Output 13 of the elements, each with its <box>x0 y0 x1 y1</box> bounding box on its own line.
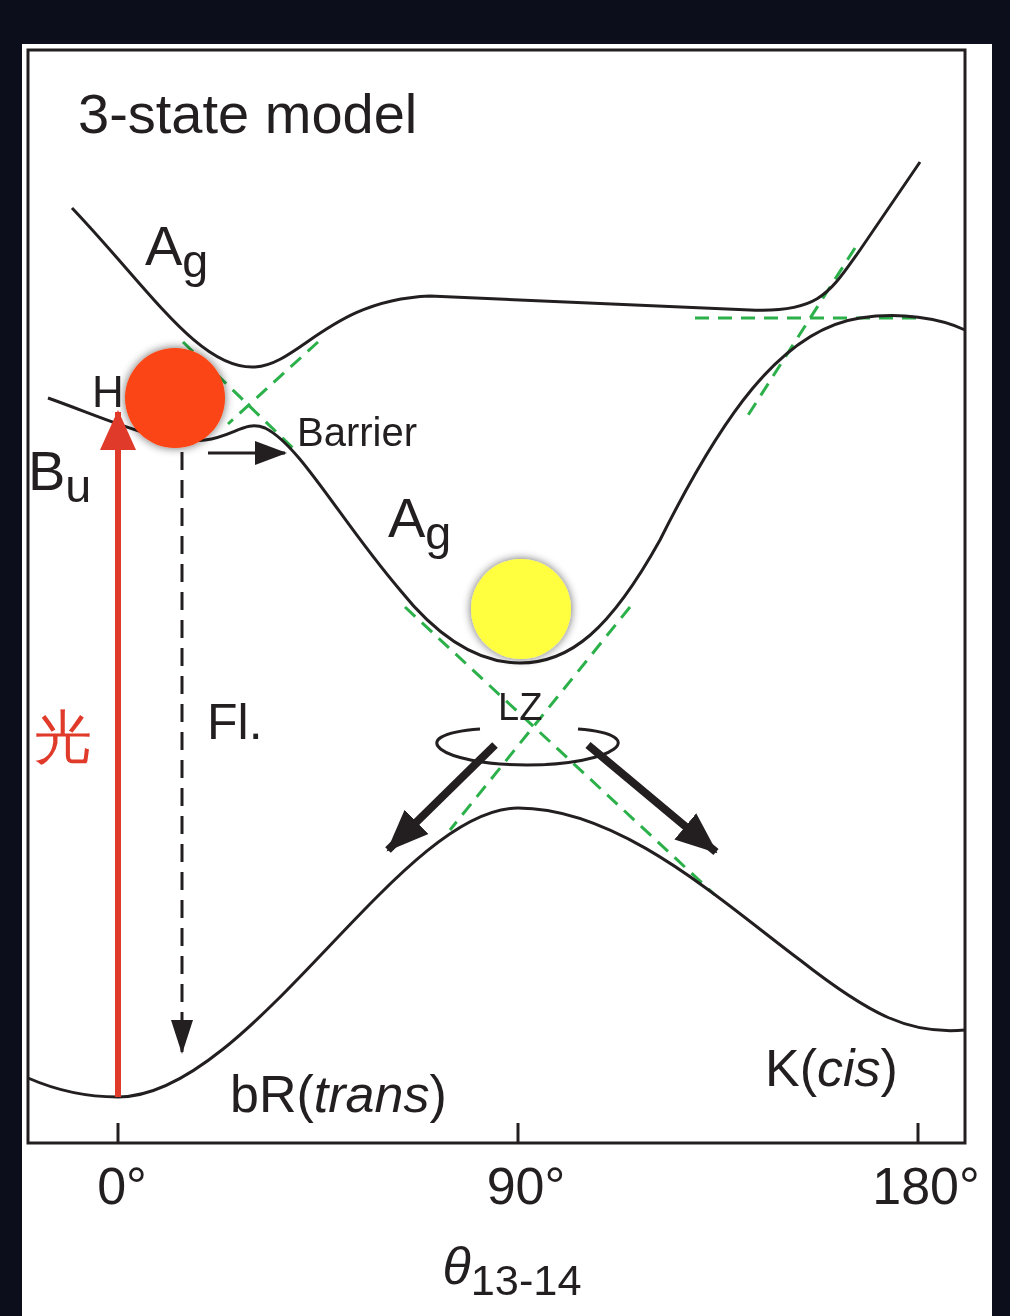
crossing-label: LZ <box>498 688 543 726</box>
axis-tick-label: 0° <box>97 1160 147 1212</box>
light-label: 光 <box>34 708 92 766</box>
barrier-label: Barrier <box>297 412 418 452</box>
state-label: B$_{u}$ <box>28 443 92 510</box>
fluorescence-label: Fl. <box>207 697 263 747</box>
state-label: A$_{g}$ <box>388 490 452 557</box>
state-label: H <box>92 370 124 414</box>
axis-label: θ$_{13-14}$ <box>442 1240 582 1303</box>
axis-tick-label: 180° <box>872 1160 980 1212</box>
state-label: A$_{g}$ <box>145 218 209 285</box>
axis-tick-label: 90° <box>486 1160 566 1212</box>
title: 3-state model <box>78 86 418 142</box>
